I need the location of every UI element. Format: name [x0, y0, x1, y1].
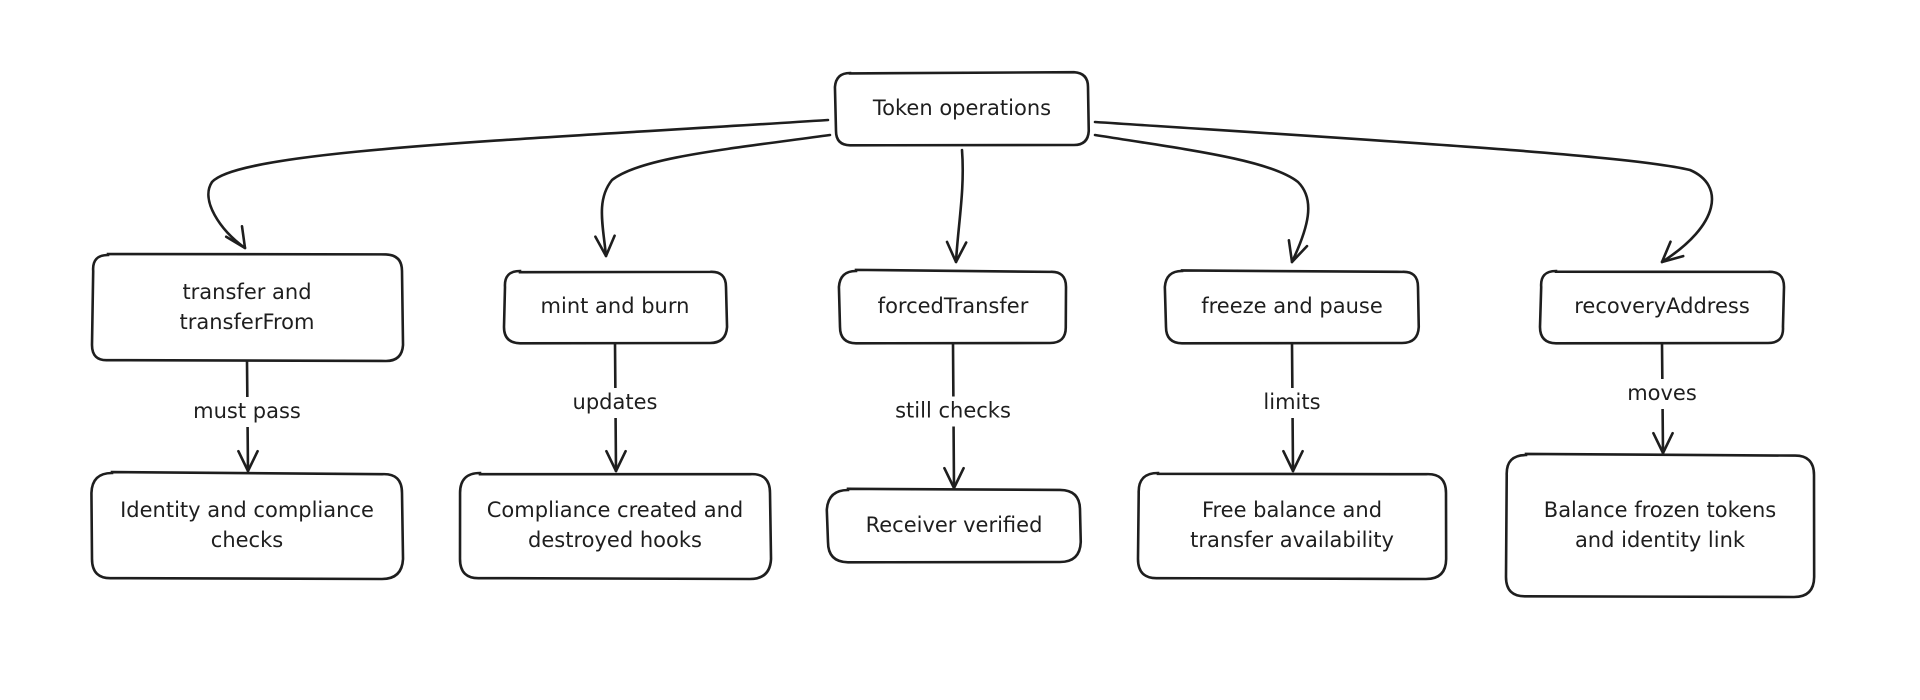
result-node-mint-burn-label: destroyed hooks [528, 528, 702, 552]
edge-root-to-forced-transfer [954, 148, 965, 264]
arrowhead-freeze-pause-to-result [1282, 449, 1304, 473]
arrowhead-forced-transfer-to-result [943, 466, 965, 490]
node-transfer-label: transfer and [182, 280, 311, 304]
arrowhead-root-to-forced-transfer [945, 240, 968, 264]
node-recovery-address-label: recoveryAddress [1574, 294, 1750, 318]
arrowhead-recovery-address-to-result [1652, 431, 1674, 455]
node-recovery-address: recoveryAddress [1538, 269, 1786, 345]
result-node-recovery-address-shape [1504, 452, 1816, 599]
node-transfer: transfer and transferFrom [90, 252, 405, 363]
edge-label-forced-transfer: still checks [873, 396, 1033, 427]
edge-label-mint-burn: updates [565, 388, 665, 418]
node-recovery-address-shape [1538, 269, 1786, 345]
arrowhead-root-to-transfer [224, 225, 247, 250]
edge-label-background [185, 397, 309, 427]
node-forced-transfer-label: forcedTransfer [878, 294, 1029, 318]
edge-label-recovery-address: moves [1624, 379, 1700, 409]
result-node-recovery-address: Balance frozen tokens and identity link [1504, 452, 1816, 599]
edge-label-text: limits [1263, 390, 1320, 414]
arrowhead-root-to-mint-burn [594, 234, 616, 258]
edge-label-background [1248, 388, 1336, 418]
edge-root-to-recovery-address [1093, 120, 1714, 264]
node-mint-burn-label: mint and burn [541, 294, 690, 318]
result-node-freeze-pause-shape [1136, 471, 1448, 581]
node-mint-burn: mint and burn [502, 269, 729, 345]
edge-label-text: must pass [193, 399, 301, 423]
arrowhead-transfer-to-result [237, 449, 259, 473]
node-transfer-shape [90, 252, 405, 363]
edge-root-to-freeze-pause [1093, 133, 1310, 264]
root-node-token-operations-shape [833, 70, 1091, 147]
edge-label-background [873, 396, 1033, 427]
root-node-token-operations: Token operations [833, 70, 1091, 147]
result-node-mint-burn: Compliance created and destroyed hooks [458, 471, 773, 581]
result-node-recovery-address-label: Balance frozen tokens [1544, 498, 1776, 522]
result-node-transfer-label: Identity and compliance [120, 498, 374, 522]
edge-label-text: moves [1627, 381, 1697, 405]
edge-root-to-transfer [207, 118, 830, 250]
result-node-transfer: Identity and compliance checks [90, 470, 405, 581]
result-node-transfer-shape [90, 470, 405, 581]
edge-label-text: still checks [895, 399, 1011, 423]
result-node-mint-burn-label: Compliance created and [487, 498, 743, 522]
arrowhead-root-to-recovery-address [1660, 240, 1685, 264]
result-node-freeze-pause: Free balance and transfer availability [1136, 471, 1448, 581]
node-forced-transfer: forcedTransfer [837, 268, 1068, 345]
edge-label-transfer: must pass [185, 397, 309, 427]
node-transfer-label: transferFrom [180, 310, 315, 334]
node-freeze-pause-shape [1163, 269, 1421, 345]
result-node-transfer-label: checks [211, 528, 283, 552]
node-mint-burn-shape [502, 269, 729, 345]
root-node-token-operations-label: Token operations [872, 96, 1051, 120]
edge-root-to-mint-burn [600, 133, 832, 258]
arrowhead-mint-burn-to-result [605, 449, 627, 473]
result-node-forced-transfer: Receiver verified [825, 487, 1083, 564]
node-forced-transfer-shape [837, 268, 1068, 345]
result-node-forced-transfer-label: Receiver verified [866, 513, 1043, 537]
result-node-mint-burn-shape [458, 471, 773, 581]
arrowhead-root-to-freeze-pause [1287, 239, 1309, 264]
edge-label-text: updates [573, 390, 658, 414]
result-node-freeze-pause-label: transfer availability [1190, 528, 1394, 552]
edge-label-freeze-pause: limits [1248, 388, 1336, 418]
result-node-recovery-address-label: and identity link [1575, 528, 1746, 552]
node-freeze-pause: freeze and pause [1163, 269, 1421, 345]
edge-label-background [565, 388, 665, 418]
result-node-forced-transfer-shape [825, 487, 1083, 564]
edge-label-background [1624, 379, 1700, 409]
node-freeze-pause-label: freeze and pause [1201, 294, 1383, 318]
result-node-freeze-pause-label: Free balance and [1202, 498, 1382, 522]
